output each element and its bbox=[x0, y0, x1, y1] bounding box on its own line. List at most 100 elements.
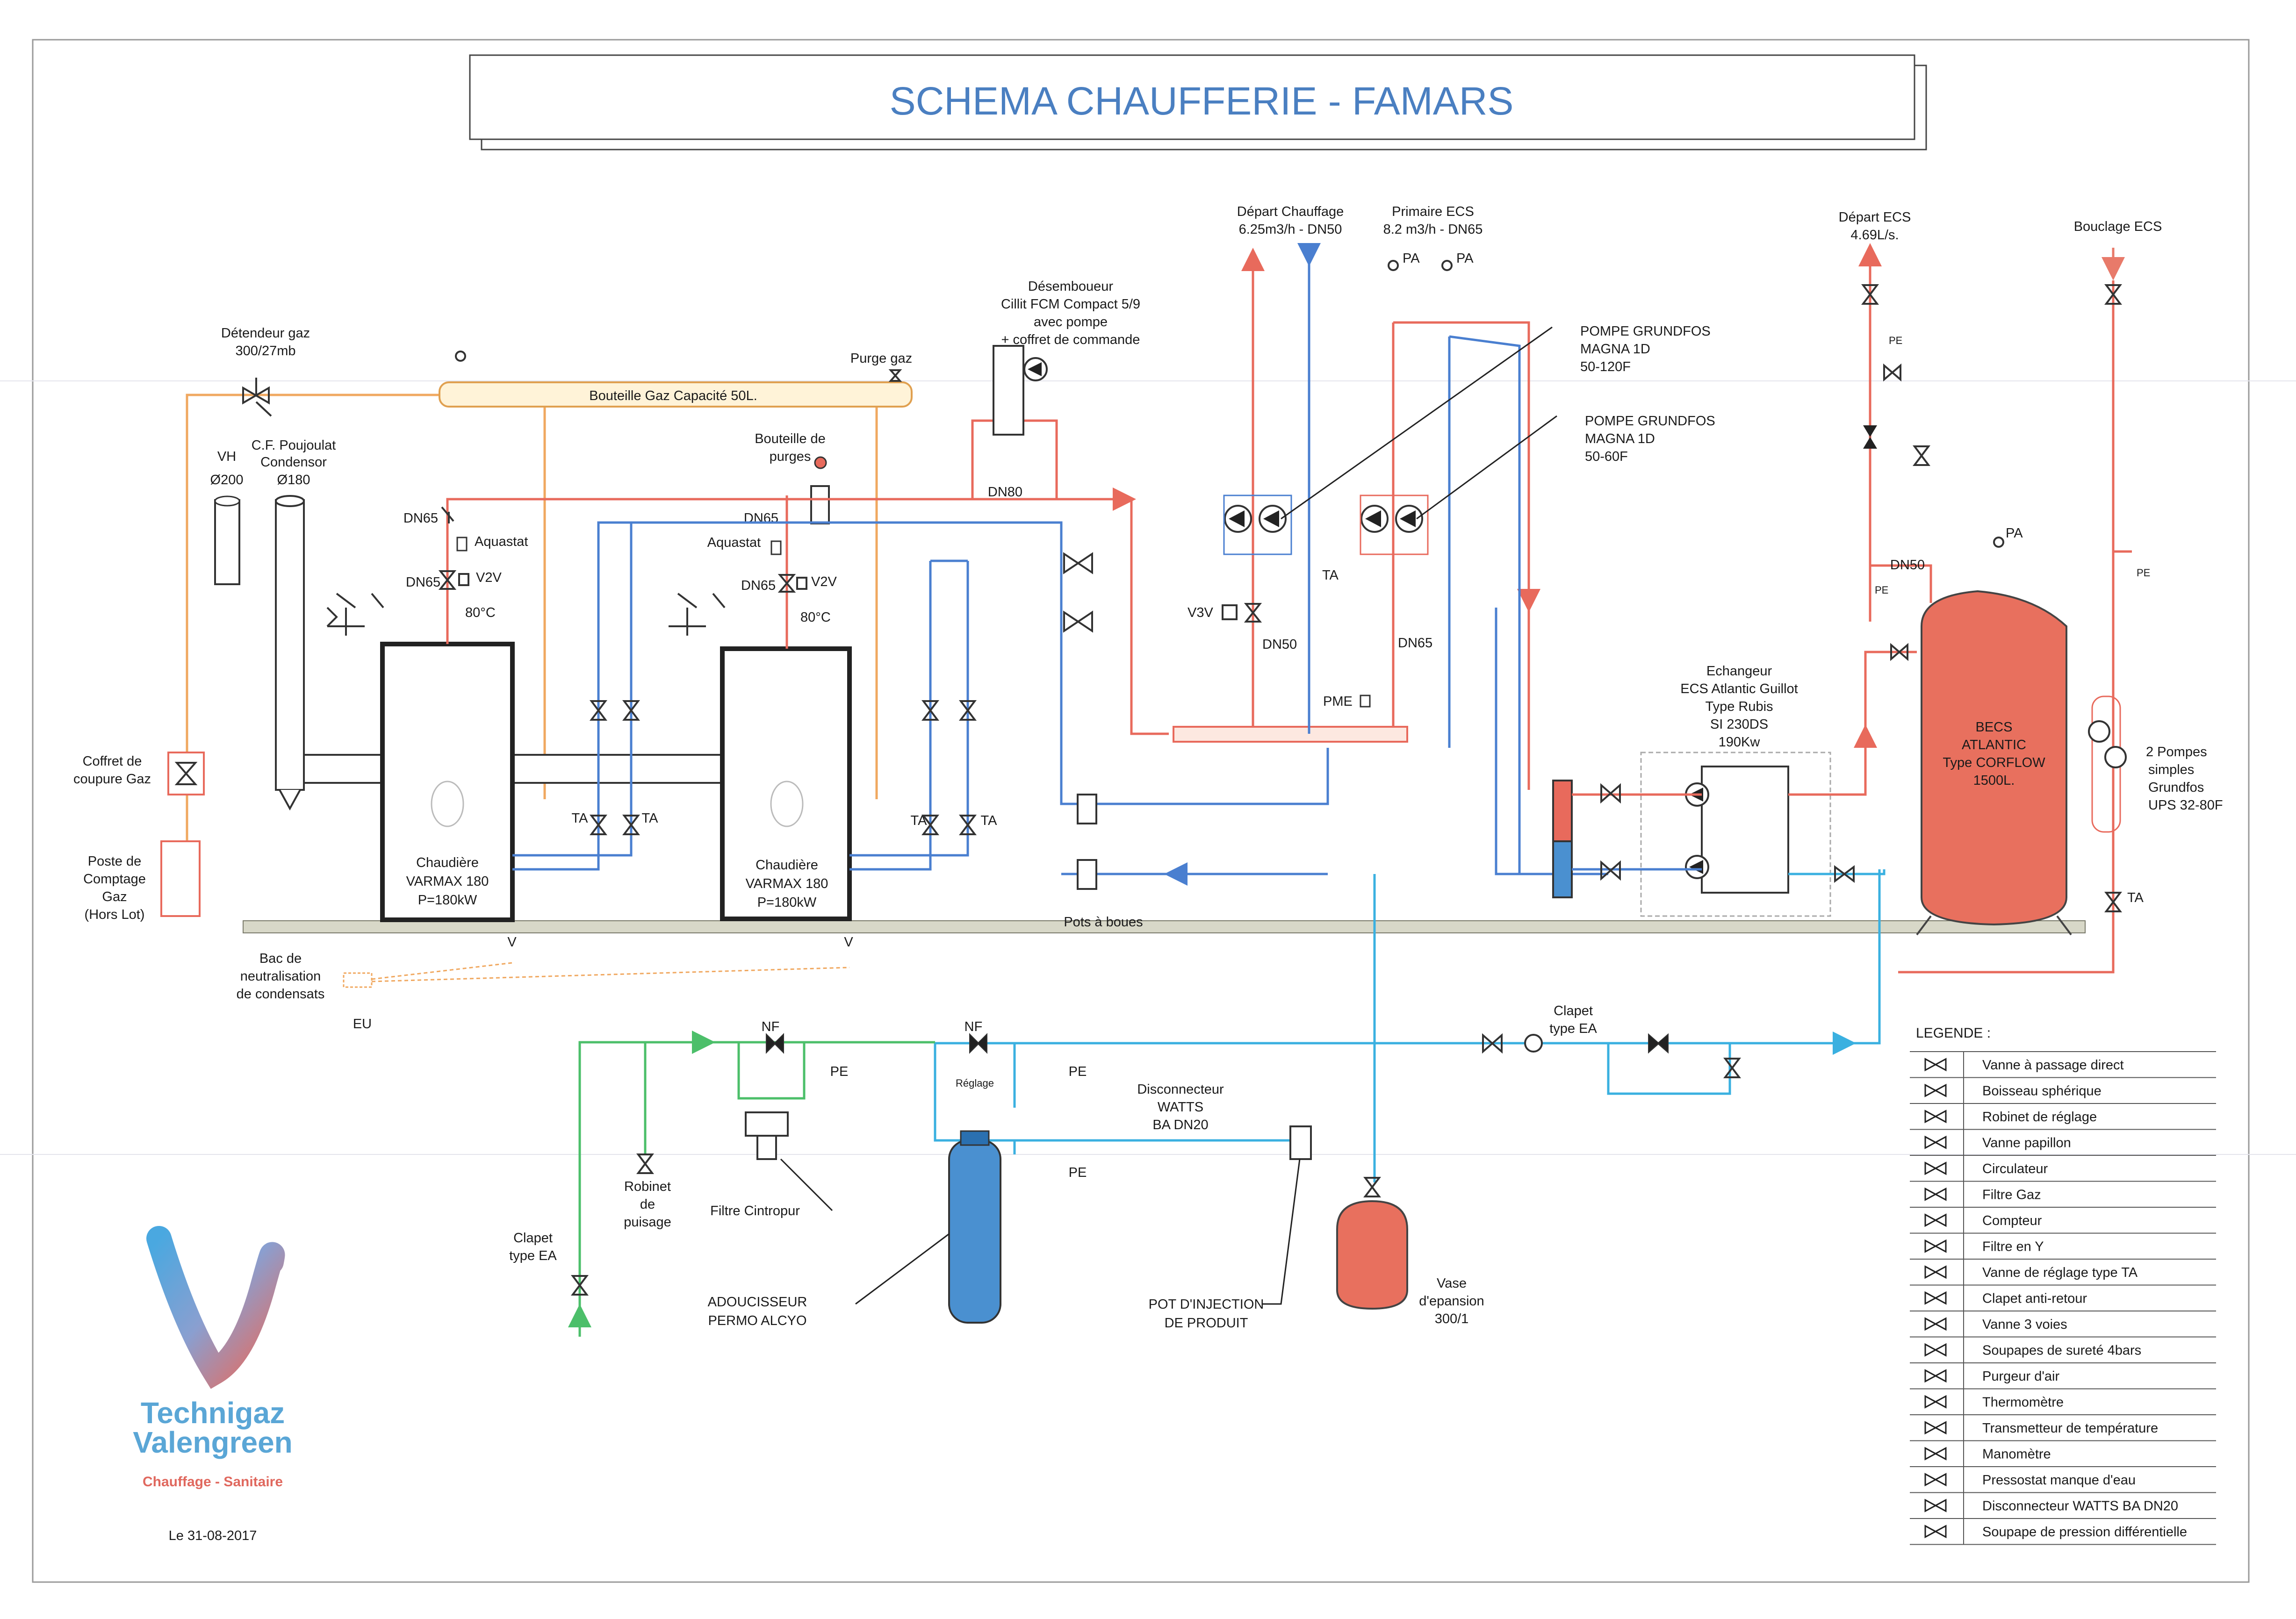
gas-cutoff-label-1: Coffret de bbox=[83, 754, 142, 769]
legend-label: Transmetteur de température bbox=[1982, 1421, 2158, 1436]
v-label-1: V bbox=[507, 935, 517, 950]
pressure-switch-icon bbox=[1924, 1473, 1947, 1487]
aquastat-b2 bbox=[770, 540, 782, 555]
manometer-icon bbox=[455, 351, 466, 362]
expansion-vessel bbox=[1336, 1200, 1408, 1310]
title-frame bbox=[469, 54, 1915, 140]
hot-water-tank: BECS ATLANTIC Type CORFLOW 1500L. bbox=[1916, 590, 2072, 936]
condensate-line bbox=[371, 962, 850, 982]
legend-row: Soupapes de sureté 4bars bbox=[1910, 1336, 2216, 1358]
legend-label: Circulateur bbox=[1982, 1161, 2048, 1176]
ta-label-b1-b: TA bbox=[642, 811, 659, 826]
legend-label: Soupape de pression différentielle bbox=[1982, 1525, 2187, 1540]
neutralizer-label-2: neutralisation bbox=[240, 969, 321, 984]
pe-label-water-2: PE bbox=[1069, 1064, 1087, 1079]
pe-label-water-3: PE bbox=[1069, 1165, 1087, 1180]
gas-bottle bbox=[439, 381, 913, 408]
pump-1-label-3: 50-120F bbox=[1580, 359, 1631, 374]
legend-label: Filtre en Y bbox=[1982, 1239, 2044, 1254]
boiler-2-label-2: VARMAX 180 bbox=[746, 876, 828, 891]
legend-row: Disconnecteur WATTS BA DN20 bbox=[1910, 1492, 2216, 1513]
balancing-valve-icon bbox=[1924, 1110, 1947, 1124]
legend-row: Thermomètre bbox=[1910, 1388, 2216, 1410]
legend-label: Compteur bbox=[1982, 1213, 2042, 1228]
legend-row: Compteur bbox=[1910, 1207, 2216, 1228]
exchanger-label-3: Type Rubis bbox=[1705, 699, 1773, 714]
two-way-valve-icon bbox=[438, 570, 469, 590]
dirt-separator bbox=[993, 345, 1024, 436]
regulator-label-2: 300/27mb bbox=[236, 344, 296, 358]
legend-row: Vanne 3 voies bbox=[1910, 1311, 2216, 1332]
purge-bottle bbox=[810, 485, 830, 524]
vessel-label-1: Vase bbox=[1437, 1276, 1467, 1291]
safety-valves-b2 bbox=[669, 593, 726, 636]
page-border bbox=[32, 39, 2250, 1583]
injection-pot-label-1: POT D'INJECTION bbox=[1149, 1297, 1264, 1312]
gas-meter-label-2: Comptage bbox=[83, 872, 146, 887]
pe-label-water-1: PE bbox=[830, 1064, 849, 1079]
pump-2-label-2: MAGNA 1D bbox=[1585, 431, 1655, 446]
dn50-label-ecs: DN50 bbox=[1890, 558, 1925, 573]
cintropur-label: Filtre Cintropur bbox=[710, 1204, 800, 1218]
legend-row: Circulateur bbox=[1910, 1155, 2216, 1176]
dirt-separator-label-4: + coffret de commande bbox=[1001, 332, 1140, 347]
aquastat-label-b2: Aquastat bbox=[707, 535, 761, 550]
puisage-label-3: puisage bbox=[624, 1215, 671, 1230]
disconnector-label-3: BA DN20 bbox=[1152, 1118, 1208, 1132]
exchanger-label-4: SI 230DS bbox=[1710, 717, 1768, 732]
legend-label: Clapet anti-retour bbox=[1982, 1291, 2087, 1306]
legend-row: Filtre Gaz bbox=[1910, 1181, 2216, 1202]
legend: LEGENDE : Vanne à passage directBoisseau… bbox=[1910, 1025, 2216, 1545]
pump-group-1 bbox=[1223, 494, 1292, 555]
aquastat-label-b1: Aquastat bbox=[475, 534, 528, 549]
softener-label-1: ADOUCISSEUR bbox=[708, 1295, 807, 1310]
pump-callout-lines bbox=[1281, 326, 1557, 520]
circulator-icon bbox=[1023, 357, 1048, 381]
y-filter-icon bbox=[1924, 1239, 1947, 1253]
ups-pumps-label-3: Grundfos bbox=[2148, 780, 2204, 795]
puisage-label-1: Robinet bbox=[624, 1179, 671, 1194]
ta-label-ecs: TA bbox=[2127, 890, 2144, 905]
ta-label-b2-b: TA bbox=[981, 813, 998, 828]
disconnector-label-1: Disconnecteur bbox=[1137, 1082, 1224, 1097]
dn65-label-ecs: DN65 bbox=[1398, 636, 1432, 651]
legend-label: Filtre Gaz bbox=[1982, 1187, 2041, 1202]
softener-head bbox=[960, 1130, 990, 1146]
floor-slab bbox=[243, 920, 2086, 933]
puisage-label-2: de bbox=[640, 1197, 655, 1212]
cintropur-bowl bbox=[756, 1135, 777, 1160]
legend-label: Vanne de réglage type TA bbox=[1982, 1265, 2138, 1280]
legend-row: Transmetteur de température bbox=[1910, 1414, 2216, 1436]
pressure-switch-icon bbox=[1360, 695, 1371, 708]
differential-valve-icon bbox=[1924, 1525, 1947, 1539]
legend-label: Vanne papillon bbox=[1982, 1135, 2071, 1150]
vh-label-2: Ø200 bbox=[210, 473, 244, 487]
purge-bottle-label-2: purges bbox=[770, 449, 811, 464]
disconnector-label-2: WATTS bbox=[1158, 1100, 1203, 1115]
gas-meter-label-4: (Hors Lot) bbox=[85, 907, 145, 922]
purge-bottle-label-1: Bouteille de bbox=[755, 431, 826, 446]
dn65-label-b1b: DN65 bbox=[406, 575, 440, 590]
legend-label: Pressostat manque d'eau bbox=[1982, 1473, 2136, 1488]
pump-1-label-1: POMPE GRUNDFOS bbox=[1580, 324, 1711, 339]
ups-pump-group bbox=[2088, 695, 2127, 833]
gas-meter-box bbox=[160, 840, 201, 917]
manometer-icon bbox=[1924, 1447, 1947, 1461]
ta-label-heat: TA bbox=[1322, 568, 1339, 583]
v-logo-icon bbox=[146, 1226, 285, 1389]
meter-icon bbox=[1524, 1034, 1543, 1053]
inlet-check-label-2: type EA bbox=[509, 1248, 557, 1263]
legend-row: Vanne papillon bbox=[1910, 1129, 2216, 1150]
plate-exchanger bbox=[1701, 766, 1789, 894]
neutralizer-box bbox=[343, 972, 373, 988]
gate-valve-icon bbox=[1924, 1058, 1947, 1072]
pe-label-ecs-1: PE bbox=[1889, 335, 1902, 346]
dn65-label-b2b: DN65 bbox=[741, 578, 776, 593]
injection-pot bbox=[1289, 1125, 1312, 1160]
pa-label-1: PA bbox=[1403, 251, 1420, 266]
temp-label-b1: 80°C bbox=[465, 605, 496, 620]
legend-row: Clapet anti-retour bbox=[1910, 1284, 2216, 1306]
brand-logo: Technigaz Valengreen Chauffage - Sanitai… bbox=[133, 1226, 293, 1490]
